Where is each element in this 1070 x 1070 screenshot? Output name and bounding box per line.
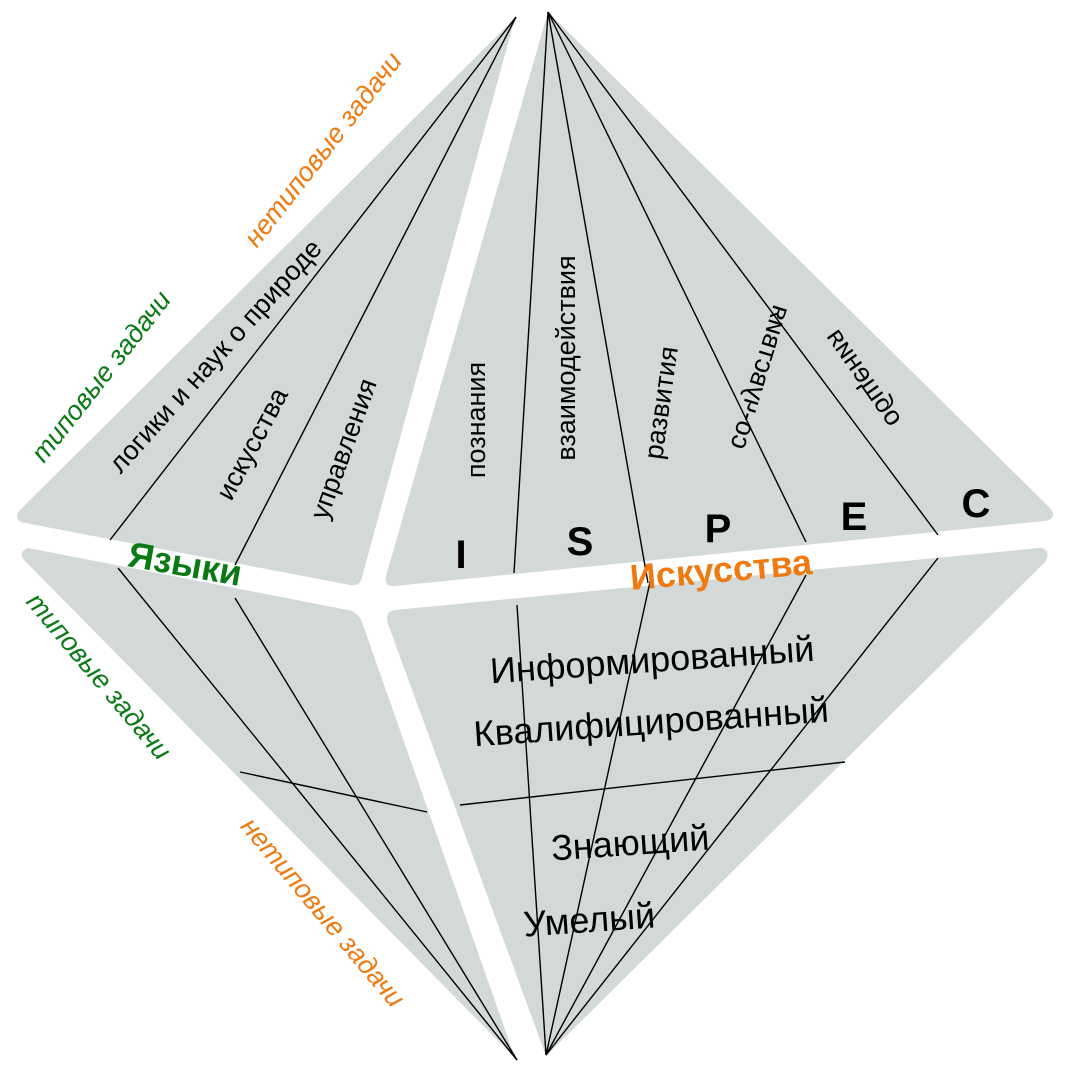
face-bottom-left — [21, 548, 515, 1058]
letter-e: E — [841, 495, 868, 539]
face-top-right — [385, 12, 1054, 587]
sector-cognition: познания — [461, 362, 491, 478]
sector-lines — [109, 11, 939, 1061]
sector-interaction: взаимодействия — [551, 255, 581, 460]
letter-c: C — [962, 482, 991, 526]
letter-p: P — [705, 507, 732, 551]
letter-i: I — [455, 533, 466, 577]
face-bottom-right — [386, 548, 1048, 1056]
level-skilled: Умелый — [522, 894, 656, 944]
letter-s: S — [567, 520, 594, 564]
face-top-left — [16, 18, 515, 586]
